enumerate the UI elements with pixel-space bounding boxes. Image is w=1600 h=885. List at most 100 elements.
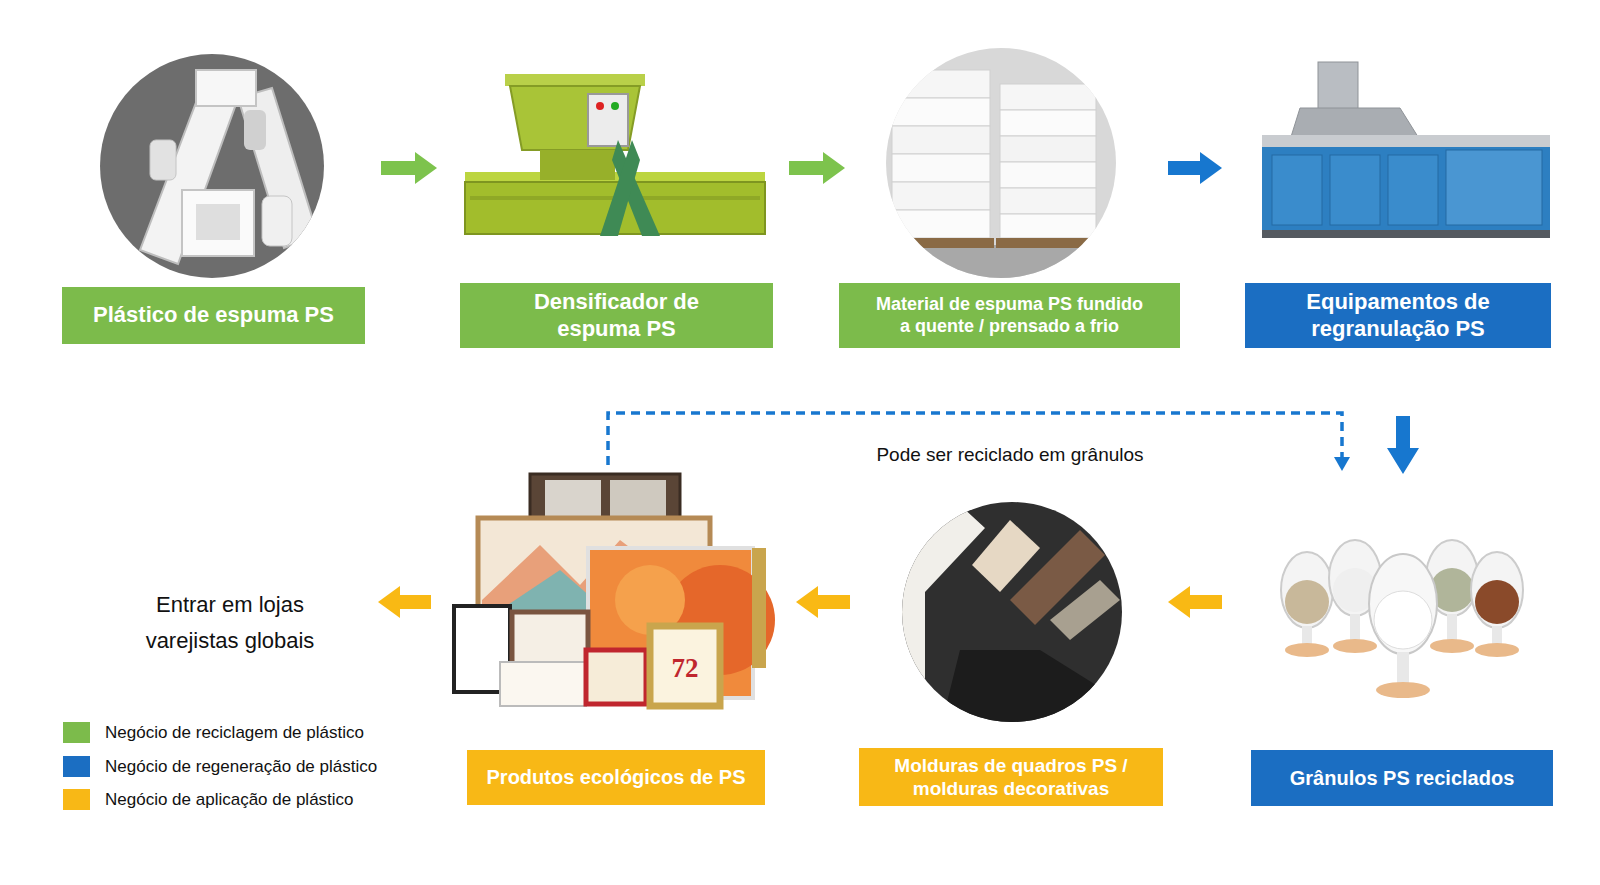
regranulation-machine-part — [1388, 155, 1438, 225]
process-stage: Densificador de espuma PS — [460, 55, 773, 348]
bales-photo — [880, 48, 1120, 285]
bales-photo-part-part — [888, 238, 994, 248]
pellet-jars-part-part — [1376, 682, 1430, 698]
pellet-jars-part-part — [1430, 639, 1474, 653]
regranulation-machine-part — [1272, 155, 1322, 225]
bales-photo-part-part — [892, 182, 990, 210]
bales-photo-part-part — [1000, 162, 1096, 188]
bales-photo-part — [880, 70, 1120, 285]
label-band: Grânulos PS reciclados — [1251, 750, 1553, 806]
arrow-head — [1334, 457, 1350, 471]
process-stage: Grânulos PS reciclados — [1251, 510, 1553, 806]
pellet-jars-part-part — [1397, 652, 1409, 686]
bales-photo-part-part — [1000, 136, 1096, 162]
densifier-machine — [465, 74, 765, 236]
regranulation-machine-part — [1446, 150, 1542, 225]
label-band: Molduras de quadros PS / molduras decora… — [859, 748, 1163, 806]
legend-swatch — [63, 722, 90, 743]
foam-photo-part — [100, 54, 324, 278]
legend-text: Negócio de regeneração de plástico — [105, 757, 377, 777]
bales-photo-part-part — [892, 126, 990, 154]
densifier-machine-part — [505, 74, 645, 86]
foam-photo-part-part — [182, 190, 254, 256]
stage-label: Molduras de quadros PS / molduras decora… — [876, 754, 1146, 800]
pellet-jars-part — [1369, 554, 1437, 698]
eco-products-photo — [454, 474, 775, 706]
densifier-machine-part — [540, 150, 615, 180]
pellet-jars — [1281, 540, 1523, 698]
flow-arrow — [796, 586, 850, 618]
foam-photo-part-part — [196, 204, 240, 240]
eco-products-photo-part — [586, 650, 646, 704]
flow-arrow — [1168, 586, 1222, 618]
regranulation-machine-part — [1262, 147, 1550, 233]
process-stage: Plástico de espuma PS — [62, 50, 365, 344]
label-band: Plástico de espuma PS — [62, 287, 365, 344]
bales-photo-part-part — [1000, 84, 1096, 110]
stage-label: Densificador de espuma PS — [512, 289, 722, 343]
stage-label: Plástico de espuma PS — [93, 302, 334, 329]
bales-photo-part-part — [1000, 214, 1096, 238]
bales-photo-part-part — [892, 210, 990, 238]
regranulation-machine — [1262, 62, 1550, 238]
bales-photo-part-part — [1000, 110, 1096, 136]
densifier-machine-part — [596, 102, 604, 110]
bales-photo-part-part — [892, 154, 990, 182]
foam-photo-part-part — [196, 70, 256, 106]
frame-mouldings-photo — [895, 502, 1122, 730]
endpoint-text: Entrar em lojas varejistas globais — [128, 587, 333, 657]
flow-arrow — [1168, 152, 1222, 184]
bales-photo-part-part — [996, 238, 1100, 248]
foam-photo-part-part — [244, 110, 266, 150]
eco-products-photo-part — [500, 662, 586, 706]
densifier-machine-part — [510, 86, 640, 150]
process-stage: Equipamentos de regranulação PS — [1245, 55, 1551, 348]
stage-label: Equipamentos de regranulação PS — [1278, 289, 1518, 343]
bales-photo-part — [886, 48, 1116, 278]
label-band: Material de espuma PS fundido a quente /… — [839, 283, 1180, 348]
process-stage: Molduras de quadros PS / molduras decora… — [859, 495, 1163, 806]
pellet-jars-part-part — [1281, 552, 1333, 628]
legend-text: Negócio de reciclagem de plástico — [105, 723, 364, 743]
densifier-machine-part — [611, 102, 619, 110]
flow-arrow — [378, 586, 431, 618]
foam-photo — [100, 54, 324, 278]
pellet-jars-part-part — [1475, 580, 1519, 624]
eco-products-photo-part — [545, 480, 601, 516]
eco-products-photo-part — [530, 474, 680, 520]
densifier-machine-part — [588, 94, 628, 146]
bales-photo-part-part — [880, 245, 1120, 285]
process-stage: Entrar em lojas varejistas globais — [125, 585, 335, 660]
label-band: Equipamentos de regranulação PS — [1245, 283, 1551, 348]
regranulation-machine-part — [1318, 62, 1358, 112]
eco-products-photo-part — [650, 626, 720, 706]
flow-arrow — [1387, 416, 1419, 474]
frame-mouldings-photo-part-part — [1050, 580, 1120, 640]
frame-mouldings-photo-part-part — [940, 650, 1120, 730]
stage-label: Produtos ecológicos de PS — [487, 765, 746, 789]
legend-swatch — [63, 789, 90, 810]
pellet-jars-part — [1471, 552, 1523, 657]
flow-arrow — [381, 152, 437, 184]
legend-swatch — [63, 756, 90, 777]
eco-products-photo-part — [610, 480, 666, 516]
flow-arrow — [789, 152, 845, 184]
bales-photo-part-part — [892, 98, 990, 126]
foam-photo-part-part — [262, 196, 292, 246]
process-stage: Produtos ecológicos de PS — [461, 465, 781, 806]
text-holder: Entrar em lojas varejistas globais — [125, 585, 335, 660]
regranulation-machine-part — [1262, 135, 1550, 147]
label-band: Produtos ecológicos de PS — [467, 750, 765, 805]
pellet-jars-part-part — [1333, 639, 1377, 653]
legend-text: Negócio de aplicação de plástico — [105, 790, 354, 810]
foam-photo-part — [140, 70, 318, 264]
stage-label: Grânulos PS reciclados — [1290, 766, 1515, 790]
bales-photo-part-part — [892, 70, 990, 98]
eco-products-photo-part — [752, 548, 766, 668]
stage-label: Material de espuma PS fundido a quente /… — [845, 294, 1175, 338]
pellet-jars-part-part — [1475, 643, 1519, 657]
densifier-machine-part — [600, 140, 640, 236]
frame-mouldings-photo-part — [895, 505, 1120, 730]
dashed-line — [608, 413, 1342, 465]
